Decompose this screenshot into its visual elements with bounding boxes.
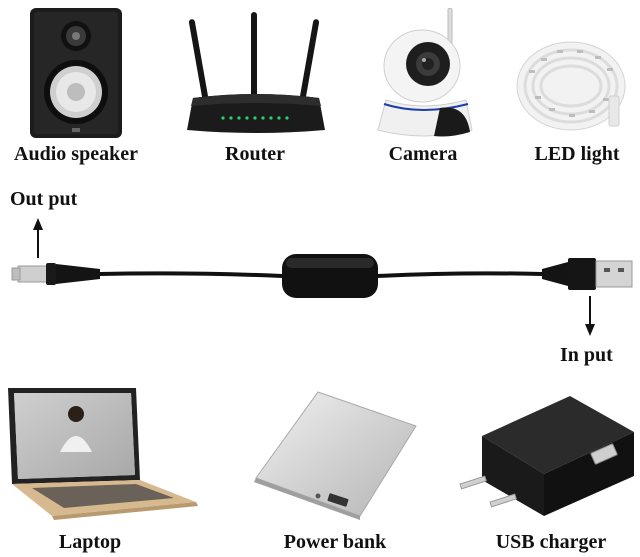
speaker-icon [30,8,122,138]
power-bank-image [248,386,424,522]
bottom-device-label: Power bank [283,531,387,553]
camera-image [370,8,480,140]
input-label: In put [560,344,613,366]
bottom-device-label: USB charger [495,531,607,553]
usb-charger-icon [459,396,634,516]
arrow-up-icon [33,218,43,230]
speaker-image [28,6,124,140]
cable-diagram [0,214,640,360]
top-device-label: Audio speaker [14,143,138,165]
output-label: Out put [10,188,78,210]
bottom-device-label: Laptop [58,531,122,553]
top-device-label: Camera [388,143,458,165]
top-device-label: LED light [534,143,620,165]
arrow-down-icon [585,324,595,336]
router-image [183,12,329,136]
router-icon [187,12,325,133]
laptop-image [4,384,200,520]
led-strip-icon [516,41,626,131]
laptop-icon [8,388,198,520]
camera-icon [377,8,473,137]
power-bank-icon [254,391,417,520]
cable-icon [11,218,633,336]
usb-charger-image [458,392,638,520]
led-light-image [515,36,627,132]
top-device-label: Router [225,143,285,165]
